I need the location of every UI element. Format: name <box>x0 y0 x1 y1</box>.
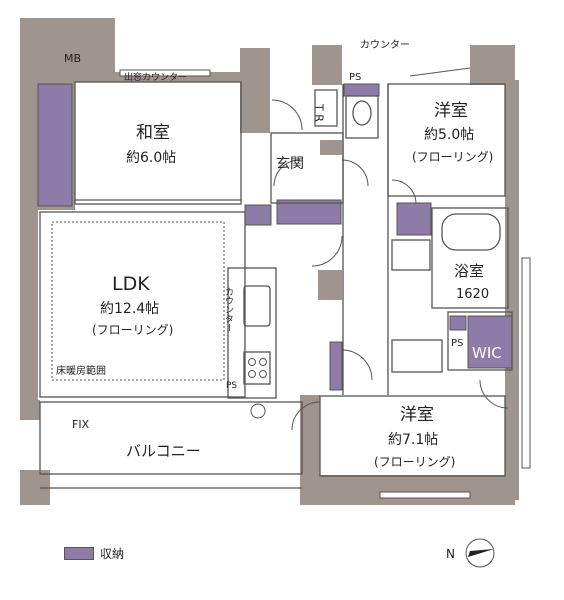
stove-icon <box>248 358 267 378</box>
sink-icon <box>250 403 266 419</box>
yokushitsu-name: 浴室 <box>454 262 484 280</box>
storage-areas <box>37 83 513 391</box>
fix-label: FIX <box>72 418 90 431</box>
balcony-label: バルコニー <box>126 442 201 460</box>
yuka-label: 床暖房範囲 <box>56 364 106 377</box>
yoshitsu2-size: 約7.1帖 <box>388 432 438 448</box>
ps-wic-label: PS <box>451 338 463 349</box>
washitsu-size: 約6.0帖 <box>126 150 176 166</box>
room-outlines <box>39 81 513 489</box>
yoshitsu1-floor: (フローリング) <box>412 150 493 164</box>
wic-label: WIC <box>472 344 502 362</box>
structural-walls <box>20 18 519 505</box>
yoshitsu1-size: 約5.0帖 <box>424 127 474 143</box>
yoshitsu2-floor: (フローリング) <box>374 455 455 469</box>
door-swings <box>271 99 509 431</box>
storage-swatch <box>64 547 94 560</box>
tr-label: T R <box>313 103 326 122</box>
counter-ldk-label: カウンター <box>223 287 234 332</box>
windows <box>119 67 531 499</box>
demado-label: 出窓カウンター <box>124 71 187 83</box>
ldk-size: 約12.4帖 <box>100 301 159 317</box>
yokushitsu-size: 1620 <box>456 287 489 302</box>
mb-label: MB <box>64 52 81 65</box>
yoshitsu2-name: 洋室 <box>400 405 434 425</box>
ps-top-label: PS <box>349 72 361 83</box>
legend: 収納 <box>64 545 124 562</box>
ps-kitchen-label: PS <box>226 381 237 391</box>
legend-storage-label: 収納 <box>100 547 125 561</box>
compass-icon: N <box>446 538 495 568</box>
ldk-floor: (フローリング) <box>92 323 173 337</box>
counter-top-label: カウンター <box>360 39 410 51</box>
washitsu-name: 和室 <box>136 123 170 143</box>
compass-label: N <box>446 547 455 561</box>
yoshitsu1-name: 洋室 <box>434 101 468 121</box>
genkan-label: 玄関 <box>276 155 304 172</box>
ldk-name: LDK <box>112 273 150 295</box>
